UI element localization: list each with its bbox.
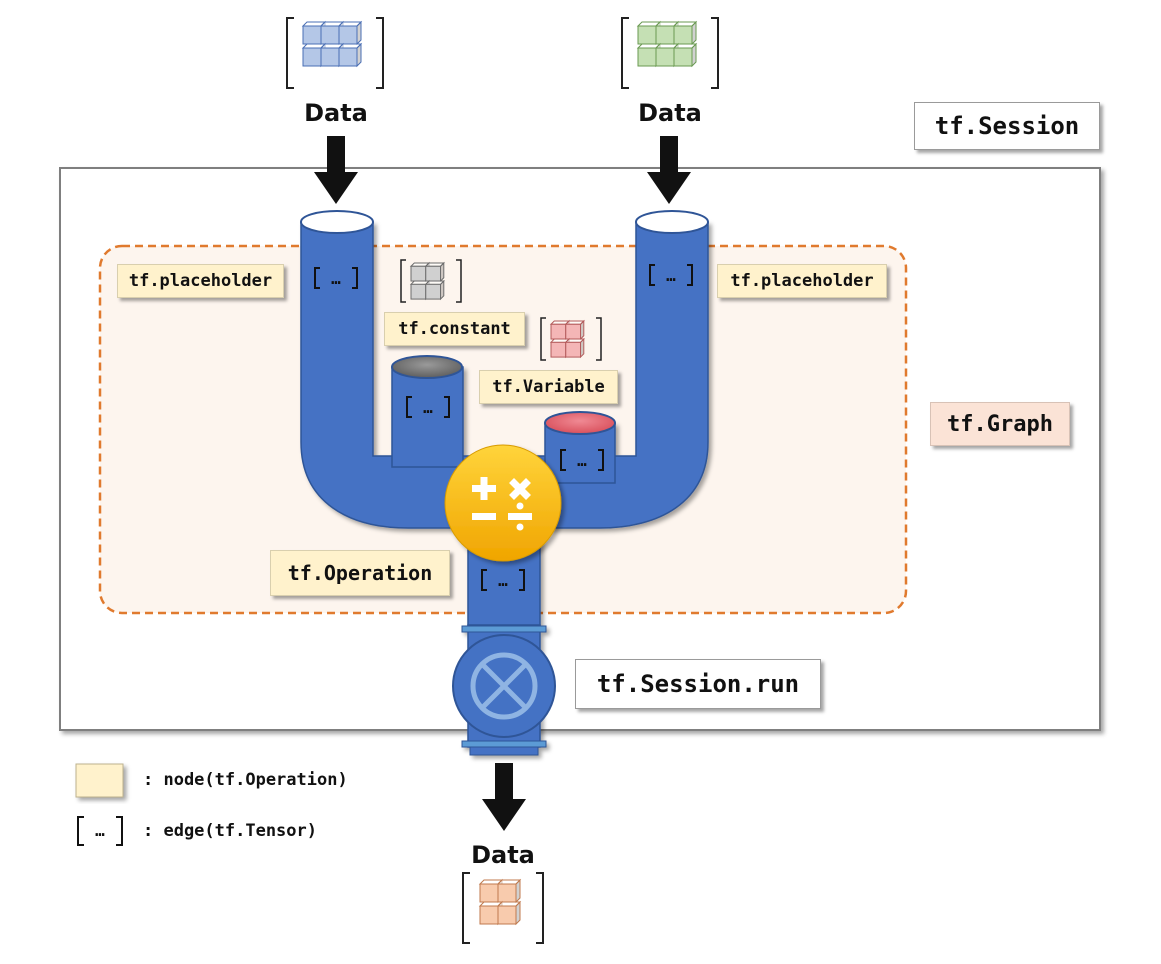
operation-node: tf.Operation xyxy=(270,550,450,596)
pipe-opening-variable xyxy=(544,411,616,435)
svg-text:…: … xyxy=(577,451,587,470)
edge-marker: … xyxy=(560,449,604,471)
legend-node-text: : node(tf.Operation) xyxy=(143,770,348,790)
variable-tensor-icon xyxy=(540,317,602,361)
input-data-label-right: Data xyxy=(638,99,702,127)
input-tensor-right-icon xyxy=(621,17,719,89)
pipe-opening-constant xyxy=(391,355,463,379)
svg-text:…: … xyxy=(331,269,341,288)
session-run-label: tf.Session.run xyxy=(575,659,821,709)
graph-label: tf.Graph xyxy=(930,402,1070,446)
constant-node: tf.constant xyxy=(384,312,525,346)
edge-marker: … xyxy=(649,264,693,286)
arrow-down-icon xyxy=(482,763,526,831)
pipe-opening-left xyxy=(300,210,374,234)
valve-icon xyxy=(452,634,556,738)
edge-marker: … xyxy=(314,267,358,289)
svg-text:…: … xyxy=(498,571,508,590)
output-data-label: Data xyxy=(471,841,535,869)
placeholder-node-left: tf.placeholder xyxy=(117,264,284,298)
svg-text:…: … xyxy=(423,398,433,417)
math-operations-glyphs xyxy=(472,477,532,531)
constant-tensor-icon xyxy=(400,259,462,303)
edge-marker: … xyxy=(406,396,450,418)
input-data-label-left: Data xyxy=(304,99,368,127)
legend-edge-text: : edge(tf.Tensor) xyxy=(143,821,317,841)
legend-node-swatch xyxy=(75,763,124,798)
session-label: tf.Session xyxy=(914,102,1100,150)
output-tensor-icon xyxy=(462,872,544,944)
placeholder-node-right: tf.placeholder xyxy=(717,264,887,298)
legend-edge-symbol: … xyxy=(77,816,123,846)
svg-text:…: … xyxy=(666,266,676,285)
svg-text:…: … xyxy=(95,821,105,840)
variable-node: tf.Variable xyxy=(479,370,618,404)
input-tensor-left-icon xyxy=(286,17,384,89)
math-operations-icon xyxy=(444,444,562,562)
pipe-opening-right xyxy=(635,210,709,234)
edge-marker: … xyxy=(481,569,525,591)
